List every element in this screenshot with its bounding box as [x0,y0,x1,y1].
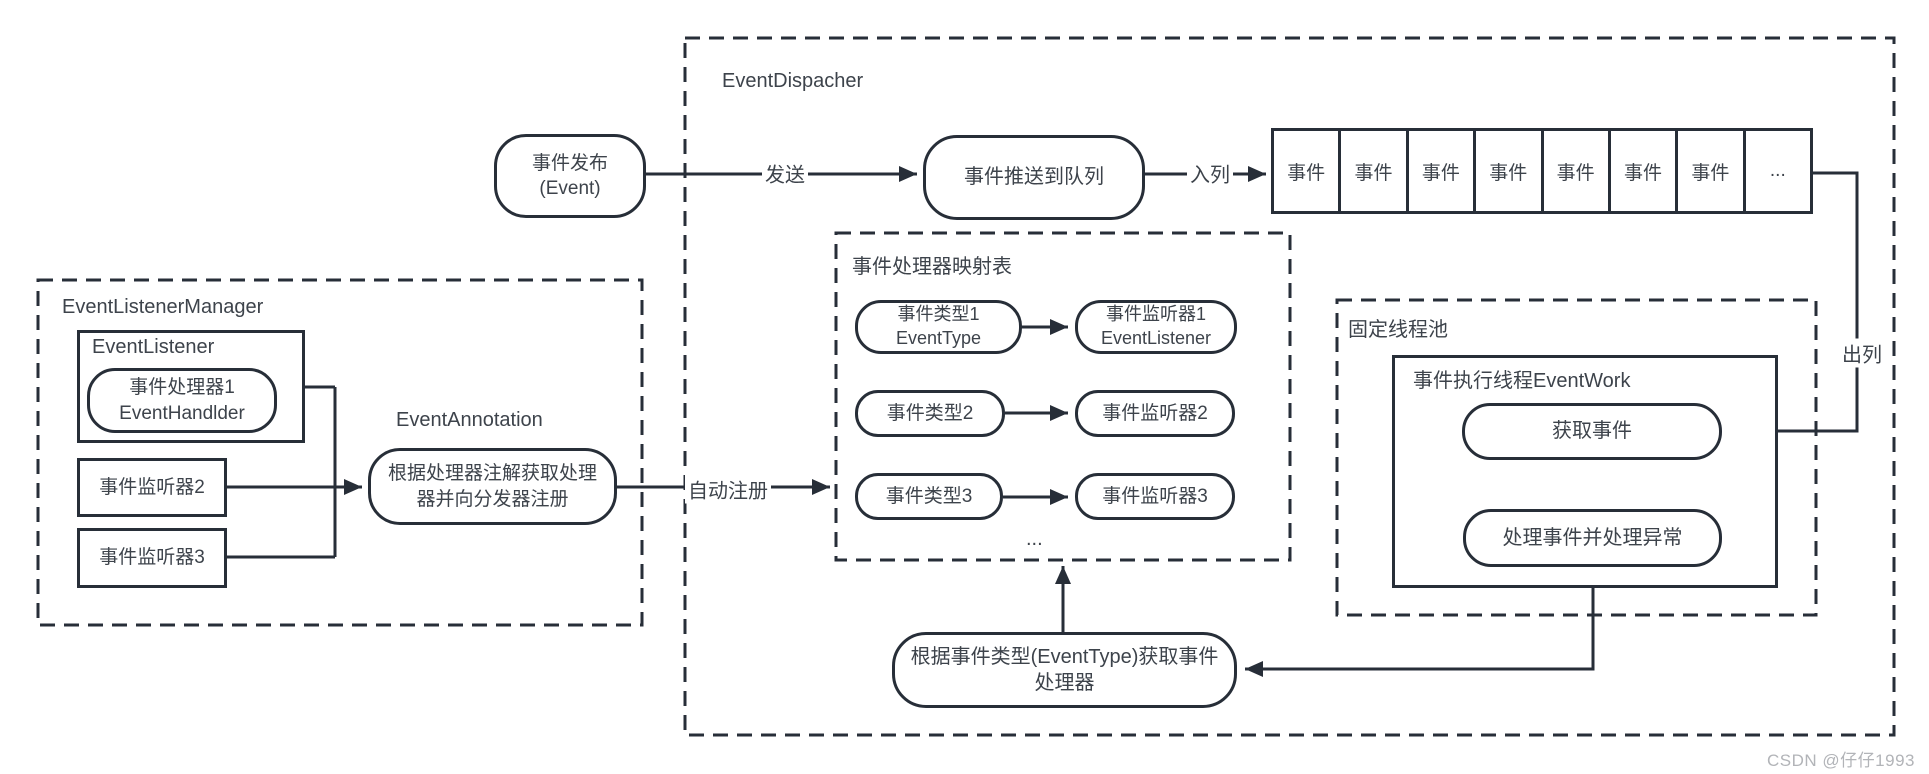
event-handler1-node: 事件处理器1 EventHandlder [87,368,277,433]
edge-dequeue-arrow [1730,171,1859,439]
map-event-type1-line1: 事件类型1 [897,304,980,325]
event-queue: 事件 事件 事件 事件 事件 事件 事件 ... [1271,128,1813,214]
edge-label-send: 发送 [762,158,808,188]
queue-cell: 事件 [1287,162,1326,184]
event-listener-manager-title: EventListenerManager [62,296,264,318]
fixed-thread-pool-title: 固定线程池 [1348,319,1448,341]
fetch-event-node: 获取事件 [1462,403,1722,460]
resolve-handler-node: 根据事件类型(EventType)获取事件 处理器 [892,632,1237,708]
map-event-type1-line2: EventType [895,328,982,348]
map-listener2-node: 事件监听器2 [1075,390,1235,437]
event-listener3-node: 事件监听器3 [77,528,227,588]
event-dispatcher-box [683,36,1896,737]
event-annotation-node: 根据处理器注解获取处理 器并向分发器注册 [368,448,617,525]
map-ellipsis: ... [1026,528,1043,550]
queue-cell: 事件 [1338,131,1405,211]
event-listener2-node: 事件监听器2 [77,458,227,517]
map-listener3-node: 事件监听器3 [1075,473,1235,520]
fixed-thread-pool-box [1335,298,1818,617]
resolve-handler-line2: 处理器 [1034,672,1095,694]
queue-cell: 事件 [1405,131,1473,211]
resolve-handler-line1: 根据事件类型(EventType)获取事件 [910,645,1219,668]
event-publish-node: 事件发布 (Event) [494,134,646,218]
event-work-title: 事件执行线程EventWork [1413,370,1631,392]
csdn-watermark: CSDN @仔仔1993 [1767,751,1915,770]
event-annotation-title: EventAnnotation [396,409,543,431]
event-publish-line2: (Event) [539,178,601,199]
event-publish-line1: 事件发布 [531,152,608,174]
edge-label-enqueue: 入列 [1187,158,1233,188]
queue-cell-ellipsis: ... [1742,131,1810,211]
event-listener-manager-box [36,278,644,627]
event-push-queue-node: 事件推送到队列 [923,135,1145,220]
handler-map-title: 事件处理器映射表 [852,256,1012,278]
map-event-type1-node: 事件类型1 EventType [855,300,1022,354]
edge-handle-to-resolve-arrow [1245,567,1595,677]
handle-event-node: 处理事件并处理异常 [1463,509,1722,567]
event-annotation-line1: 根据处理器注解获取处理 [387,463,597,485]
handler-map-box [834,231,1292,562]
edge-label-auto-register: 自动注册 [685,474,771,504]
map-event-type2-node: 事件类型2 [855,390,1005,437]
event-listener-node-title: EventListener [92,336,215,358]
event-dispatcher-title: EventDispacher [722,70,864,92]
queue-cell: 事件 [1473,131,1540,211]
map-listener1-line1: 事件监听器1 [1105,304,1206,325]
event-annotation-line2: 器并向分发器注册 [416,488,569,510]
map-event-type3-node: 事件类型3 [855,473,1003,520]
map-listener1-node: 事件监听器1 EventListener [1075,300,1237,354]
map-listener1-line2: EventListener [1100,328,1212,348]
queue-cell: 事件 [1607,131,1675,211]
event-handler1-line2: EventHandlder [119,402,245,424]
edge-label-dequeue: 出列 [1839,338,1885,368]
queue-cell: 事件 [1540,131,1608,211]
queue-cell: 事件 [1675,131,1742,211]
event-handler1-line1: 事件处理器1 [129,377,235,399]
